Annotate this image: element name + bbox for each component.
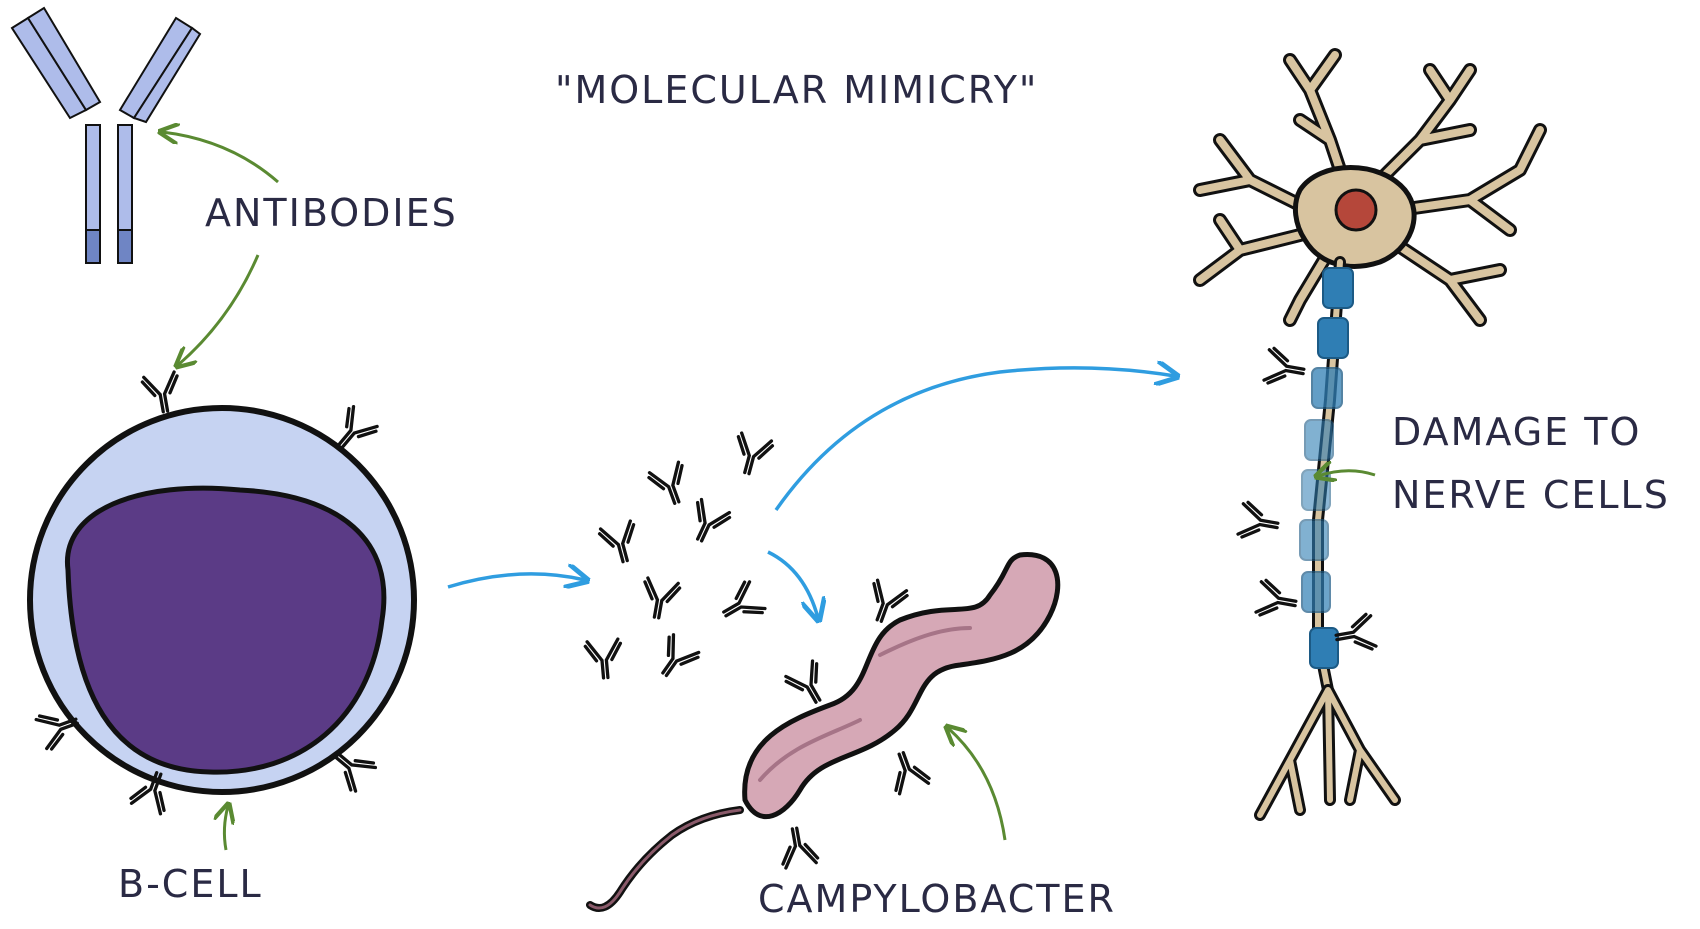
antibody-large-icon	[10, 6, 202, 264]
bcell-to-antibodies-arrow	[447, 574, 585, 587]
damage-pointer-arrow	[1318, 471, 1376, 476]
damage-label-line2: NERVE CELLS	[1392, 473, 1670, 517]
neuron	[1193, 48, 1547, 821]
b-cell-pointer-arrow	[224, 806, 228, 851]
neuron-nucleus	[1334, 188, 1378, 232]
flagellum-inner	[588, 808, 742, 910]
antibodies-label: ANTIBODIES	[205, 191, 458, 235]
campylobacter-pointer-arrow	[948, 728, 1007, 841]
b-cell-label: B-CELL	[118, 862, 263, 906]
flagellum	[586, 806, 744, 912]
free-antibodies-cloud	[583, 430, 776, 686]
antibodies-to-neuron-arrow	[774, 368, 1175, 512]
antibodies-to-bcell-arrow	[178, 254, 260, 365]
myelin-sheaths	[1299, 267, 1354, 669]
b-cell-nucleus	[65, 485, 387, 775]
antibodies-to-bacterium-arrow	[767, 550, 818, 618]
campylobacter-bacterium	[586, 552, 1061, 912]
damage-label-line1: DAMAGE TO	[1392, 410, 1641, 454]
antibodies-pointer-arrow	[162, 132, 279, 184]
b-cell	[27, 369, 417, 817]
campylobacter-label: CAMPYLOBACTER	[758, 877, 1116, 921]
diagram-title: "MOLECULAR MIMICRY"	[555, 68, 1038, 112]
